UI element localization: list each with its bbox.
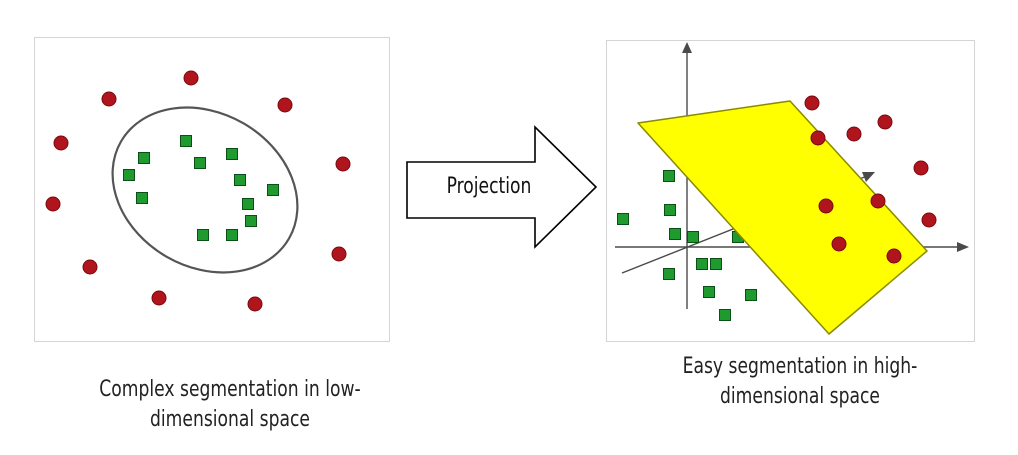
green-point (136, 192, 148, 204)
red-point (335, 156, 351, 172)
low-dimensional-scatter (45, 70, 351, 312)
red-point (846, 126, 862, 142)
green-point (242, 198, 254, 210)
green-point (226, 229, 238, 241)
low-dimensional-caption-line-2: dimensional space (150, 407, 310, 432)
red-point (53, 135, 69, 151)
projection-arrow-icon (406, 125, 598, 249)
red-point (82, 259, 98, 275)
low-dimensional-caption: Complex segmentation in low- dimensional… (62, 375, 397, 435)
red-point (818, 198, 834, 214)
red-point (804, 95, 820, 111)
green-point (226, 148, 238, 160)
green-point (745, 289, 757, 301)
red-point (151, 290, 167, 306)
separating-plane (637, 100, 928, 335)
high-dimensional-panel (606, 40, 975, 342)
high-dimensional-caption-line-2: dimensional space (720, 384, 880, 409)
green-point (703, 286, 715, 298)
green-point (663, 170, 675, 182)
green-point (245, 215, 257, 227)
red-point (886, 248, 902, 264)
red-point (831, 236, 847, 252)
green-point (687, 231, 699, 243)
projection-label: Projection (446, 174, 532, 199)
red-point (247, 296, 263, 312)
red-point (870, 193, 886, 209)
green-point (138, 152, 150, 164)
green-point (719, 309, 731, 321)
high-dimensional-caption: Easy segmentation in high- dimensional s… (632, 352, 967, 412)
vertical-axis-arrowhead (682, 42, 692, 53)
green-point (617, 213, 629, 225)
low-dimensional-panel (34, 37, 390, 342)
red-point (101, 91, 117, 107)
green-point (180, 135, 192, 147)
red-point (45, 196, 61, 212)
green-point (194, 157, 206, 169)
horizontal-axis-arrowhead (957, 242, 969, 252)
low-dimensional-caption-line-1: Complex segmentation in low- (99, 377, 361, 402)
green-point (663, 268, 675, 280)
depth-axis-arrowhead (862, 172, 875, 182)
high-dimensional-caption-line-1: Easy segmentation in high- (682, 354, 918, 379)
green-point (234, 174, 246, 186)
red-point (921, 212, 937, 228)
high-dimensional-scatter (615, 42, 969, 335)
red-point (810, 130, 826, 146)
green-point (197, 229, 209, 241)
red-point (277, 97, 293, 113)
red-point (913, 160, 929, 176)
green-point (267, 184, 279, 196)
green-point (664, 204, 676, 216)
green-point (669, 228, 681, 240)
red-point (331, 246, 347, 262)
green-point (123, 169, 135, 181)
red-point (183, 70, 199, 86)
green-point (696, 258, 708, 270)
separation-ellipse (111, 106, 299, 274)
green-point (710, 258, 722, 270)
red-point (877, 114, 893, 130)
